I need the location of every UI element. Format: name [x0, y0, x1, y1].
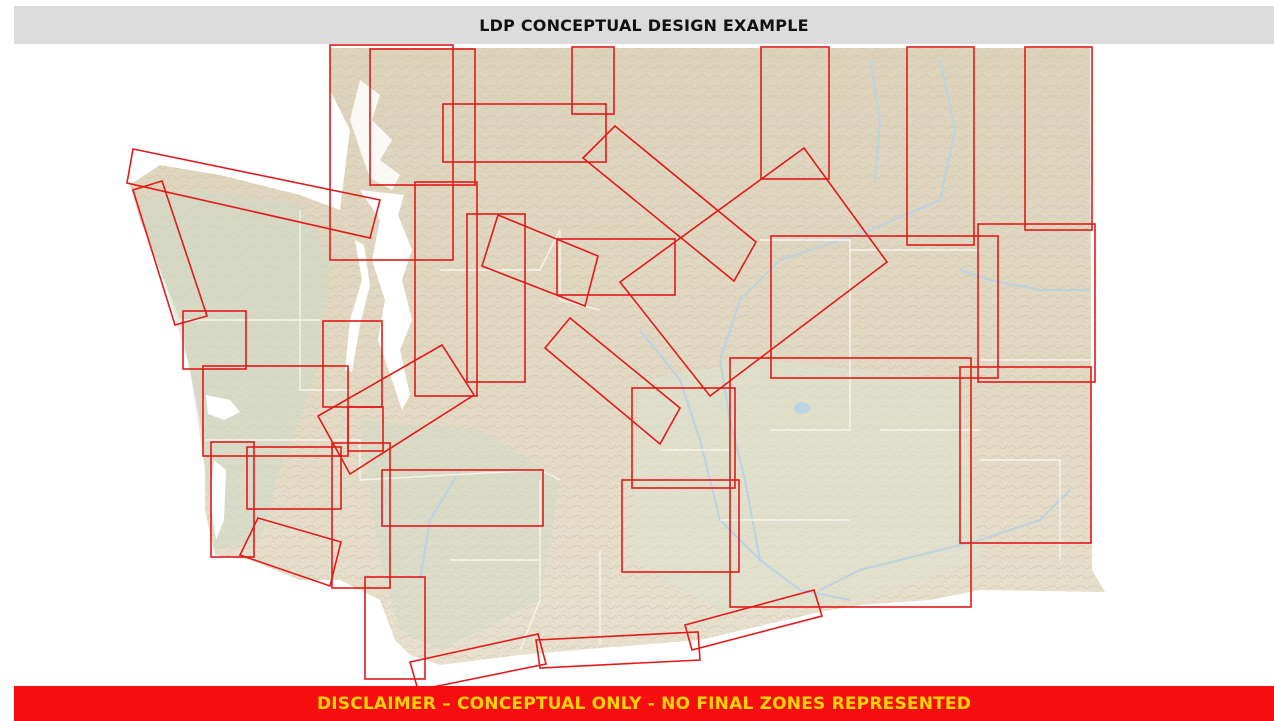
zone-32 [316, 343, 476, 476]
zone-16 [631, 387, 736, 489]
cowlitz-river [419, 469, 461, 581]
zone-11 [770, 235, 999, 379]
zone-34 [408, 633, 547, 691]
zone-01 [329, 44, 454, 261]
zone-36 [684, 589, 824, 651]
disclaimer-bar: DISCLAIMER – CONCEPTUAL ONLY - NO FINAL … [14, 686, 1274, 721]
yakima-river [639, 329, 761, 561]
zone-24 [331, 442, 391, 589]
zone-33 [238, 517, 342, 588]
spokane-river [959, 269, 1090, 291]
zone-30 [481, 213, 599, 308]
zone-20 [210, 441, 255, 558]
zone-03 [571, 46, 615, 115]
san-juan-islands [350, 80, 400, 190]
page-title: LDP CONCEPTUAL DESIGN EXAMPLE [479, 15, 809, 35]
conceptual-zones [126, 44, 1096, 691]
moses-lake [794, 402, 810, 414]
puget-sound-water [360, 190, 412, 410]
zone-05 [760, 46, 830, 180]
western-lowlands [140, 190, 330, 550]
zone-28 [581, 124, 758, 283]
zone-02 [369, 48, 476, 186]
rivers [419, 59, 1090, 601]
grays-harbor [206, 395, 240, 420]
zone-10 [556, 238, 676, 296]
zone-25 [364, 576, 426, 680]
willapa-bay [210, 460, 226, 540]
columbia-basin [630, 360, 980, 610]
okanogan-river [869, 59, 882, 181]
zone-23 [621, 479, 740, 573]
zone-21 [246, 446, 342, 510]
zone-17 [729, 357, 972, 608]
zone-12 [977, 223, 1096, 383]
zone-07 [1024, 46, 1093, 231]
zone-08 [414, 181, 478, 397]
zone-19 [347, 406, 384, 452]
zone-22 [381, 469, 544, 527]
zone-13 [182, 310, 247, 370]
zone-35 [535, 631, 701, 669]
zone-27 [131, 180, 209, 326]
zone-09 [466, 213, 526, 383]
zone-04 [442, 103, 607, 163]
puget-sound [206, 80, 412, 540]
snake-river [819, 489, 1071, 591]
title-bar: LDP CONCEPTUAL DESIGN EXAMPLE [14, 6, 1274, 44]
zone-31 [543, 316, 682, 446]
zone-29 [618, 146, 889, 398]
disclaimer-text: DISCLAIMER – CONCEPTUAL ONLY - NO FINAL … [316, 693, 972, 714]
zone-06 [906, 46, 975, 246]
columbia-river [718, 59, 957, 601]
hood-canal [345, 240, 370, 372]
zone-18 [959, 366, 1092, 544]
zone-26 [126, 148, 381, 239]
